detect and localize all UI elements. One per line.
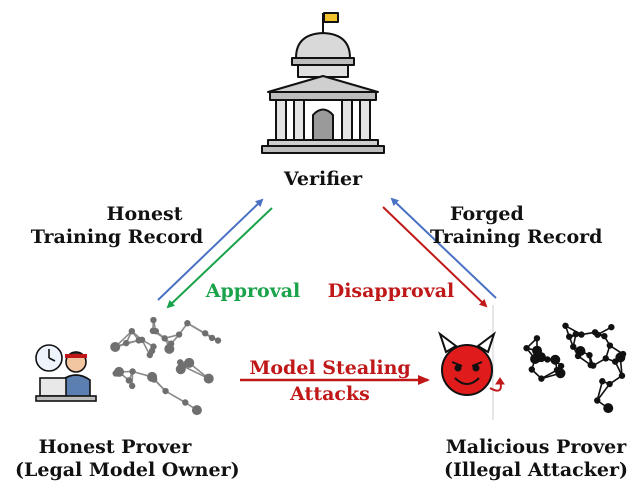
forged-record-arrow bbox=[390, 197, 497, 299]
brain-node bbox=[608, 323, 615, 331]
brain-node bbox=[570, 343, 577, 350]
brain-node bbox=[589, 362, 597, 369]
brain-edge bbox=[186, 322, 206, 334]
honest-record-line1: Honest bbox=[106, 203, 183, 225]
devil-icon bbox=[438, 331, 505, 396]
disapproval-label: Disapproval bbox=[327, 280, 455, 302]
brain-node bbox=[615, 352, 626, 363]
model-stealing-line2: Attacks bbox=[290, 383, 370, 405]
forged-record-line2: Training Record bbox=[430, 226, 603, 248]
brain-node bbox=[128, 327, 136, 335]
brain-node bbox=[184, 320, 191, 327]
brain-node bbox=[128, 382, 136, 390]
brain-node bbox=[566, 333, 573, 340]
malicious-prover-label: Malicious Prover (Illegal Attacker) bbox=[436, 436, 636, 482]
brain-node bbox=[532, 345, 543, 356]
malicious-prover-line2: (Illegal Attacker) bbox=[444, 459, 628, 481]
brain-node bbox=[110, 341, 121, 352]
brain-node bbox=[112, 370, 119, 377]
brain-node bbox=[150, 316, 157, 324]
honest-record-line2: Training Record bbox=[30, 226, 204, 248]
brain-node bbox=[162, 387, 169, 395]
brain-node bbox=[161, 335, 168, 342]
brain-node bbox=[557, 362, 565, 370]
forged-record-line1: Forged bbox=[450, 203, 524, 225]
verifier-label: Verifier bbox=[283, 168, 363, 190]
brain-node bbox=[550, 354, 561, 365]
brain-node bbox=[125, 377, 133, 384]
brain-node bbox=[594, 397, 601, 404]
brain-node bbox=[572, 330, 580, 338]
government-building-icon bbox=[261, 12, 385, 154]
brain-edge bbox=[165, 390, 186, 404]
brain-node bbox=[175, 331, 183, 338]
brain-node bbox=[152, 327, 160, 335]
brain-node bbox=[184, 358, 192, 366]
brain-node bbox=[601, 332, 608, 340]
brain-node bbox=[208, 334, 216, 342]
brain-node bbox=[591, 329, 599, 336]
brain-edge bbox=[596, 383, 611, 401]
brain-node bbox=[135, 337, 142, 344]
brain-node bbox=[533, 335, 541, 342]
brain-node bbox=[182, 399, 189, 406]
honest-prover-line2: (Legal Model Owner) bbox=[15, 459, 240, 481]
brain-node bbox=[606, 380, 613, 388]
brain-node bbox=[603, 403, 614, 414]
honest-prover-line1: Honest Prover bbox=[38, 436, 192, 458]
brain-node bbox=[214, 337, 222, 344]
honest-record-arrow bbox=[157, 198, 264, 301]
brain-node bbox=[553, 366, 561, 374]
brain-node bbox=[544, 356, 551, 363]
brain-node bbox=[586, 351, 593, 359]
honest-prover-label: Honest Prover (Legal Model Owner) bbox=[15, 436, 240, 482]
brain-node bbox=[150, 343, 157, 350]
brain-node bbox=[530, 353, 541, 364]
brain-node bbox=[562, 322, 569, 329]
brain-edge bbox=[596, 381, 604, 401]
approval-arrow bbox=[166, 207, 273, 309]
approval-label: Approval bbox=[205, 280, 301, 302]
brain-node bbox=[164, 343, 175, 354]
brain-node bbox=[129, 368, 136, 375]
brain-node bbox=[538, 375, 545, 382]
brain-node bbox=[180, 363, 187, 370]
brain-node bbox=[523, 344, 530, 352]
malicious-prover-line1: Malicious Prover bbox=[445, 436, 627, 458]
model-stealing-label: Model Stealing Attacks bbox=[245, 357, 415, 406]
forged-record-label: Forged Training Record bbox=[430, 203, 630, 249]
person-at-laptop-icon bbox=[35, 344, 97, 402]
brain-node bbox=[201, 330, 209, 337]
neural-network-left-icon bbox=[110, 316, 222, 416]
brain-node bbox=[602, 355, 609, 362]
disapproval-arrow bbox=[382, 206, 488, 308]
brain-node bbox=[599, 378, 606, 385]
brain-node bbox=[203, 373, 214, 384]
brain-node bbox=[606, 342, 614, 349]
honest-record-label: Honest Training Record bbox=[12, 203, 222, 249]
brain-node bbox=[122, 339, 130, 347]
model-stealing-line1: Model Stealing bbox=[249, 357, 411, 379]
neural-network-right-icon bbox=[523, 322, 627, 414]
brain-node bbox=[150, 376, 158, 383]
brain-node bbox=[528, 366, 535, 373]
brain-node bbox=[574, 352, 582, 360]
brain-node bbox=[191, 405, 202, 416]
brain-node bbox=[578, 331, 585, 338]
brain-node bbox=[618, 372, 626, 379]
